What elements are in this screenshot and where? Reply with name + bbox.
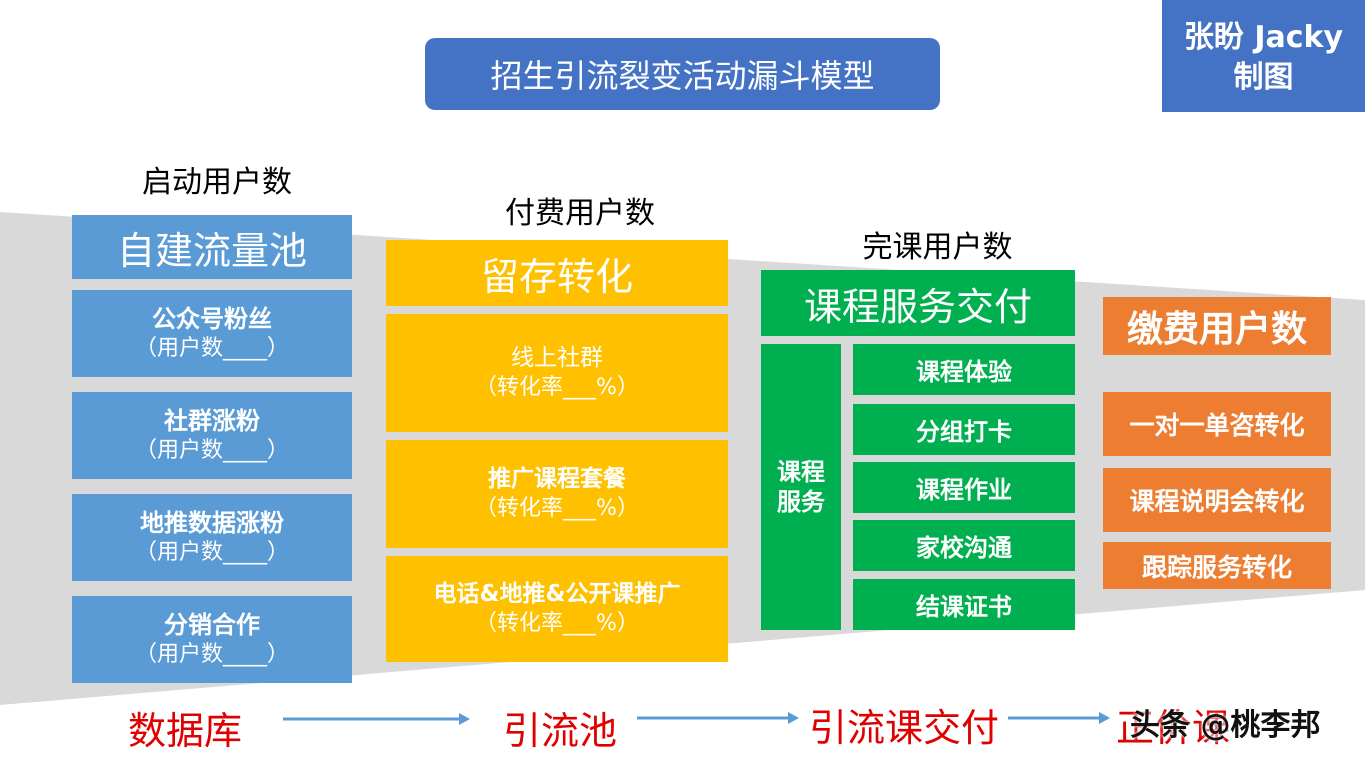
course-delivery-header: 课程服务交付 [761,270,1075,336]
conversion-name: 线上社群 [511,345,603,371]
stage-traffic-pool: 引流池 [503,709,618,753]
conversion-metric: （转化率___%） [475,496,639,521]
stage-trial-course-delivery: 引流课交付 [809,706,1000,750]
conversion-name: 推广课程套餐 [488,466,626,492]
conversion-name: 电话&地推&公开课推广 [433,581,681,607]
source-metric: （用户数____） [134,642,289,667]
conversion-card: 电话&地推&公开课推广 （转化率___%） [386,556,728,662]
author-badge: 张盼 Jacky 制图 [1162,0,1365,112]
source-card: 公众号粉丝 （用户数____） [72,290,352,377]
payment-conversion-item: 一对一单咨转化 [1103,392,1331,456]
course-service-side: 课程 服务 [761,344,841,630]
conversion-metric: （转化率___%） [475,375,639,400]
source-name: 分销合作 [164,611,260,639]
retention-header: 留存转化 [386,240,728,306]
service-item: 家校沟通 [853,520,1075,571]
service-item: 结课证书 [853,579,1075,630]
watermark: 头条 @桃李邦 [1130,708,1321,743]
source-card: 社群涨粉 （用户数____） [72,392,352,479]
source-name: 地推数据涨粉 [140,509,284,537]
payment-conversion-item: 跟踪服务转化 [1103,542,1331,589]
conversion-metric: （转化率___%） [475,611,639,636]
arrow-icon [283,713,470,725]
service-item: 课程体验 [853,344,1075,395]
source-metric: （用户数____） [134,336,289,361]
traffic-pool-header: 自建流量池 [72,215,352,279]
stage-full-price-course: 正价课 [1116,706,1231,750]
source-metric: （用户数____） [134,438,289,463]
completed-users-label: 完课用户数 [862,230,1013,265]
payment-conversion-item: 课程说明会转化 [1103,468,1331,532]
stage-database: 数据库 [128,709,243,753]
source-name: 公众号粉丝 [152,305,272,333]
paid-users-label: 付费用户数 [505,196,655,231]
diagram-title: 招生引流裂变活动漏斗模型 [425,38,940,110]
conversion-card: 线上社群 （转化率___%） [386,314,728,432]
start-users-label: 启动用户数 [142,165,292,200]
service-item: 课程作业 [853,462,1075,513]
source-name: 社群涨粉 [164,407,260,435]
conversion-card: 推广课程套餐 （转化率___%） [386,440,728,548]
source-card: 地推数据涨粉 （用户数____） [72,494,352,581]
arrow-icon [637,712,799,724]
source-metric: （用户数____） [134,540,289,565]
author-name: 张盼 Jacky [1183,20,1344,55]
author-caption: 制图 [1233,60,1294,95]
service-item: 分组打卡 [853,404,1075,455]
arrow-icon [1008,712,1110,724]
paying-users-header: 缴费用户数 [1103,297,1331,355]
source-card: 分销合作 （用户数____） [72,596,352,683]
